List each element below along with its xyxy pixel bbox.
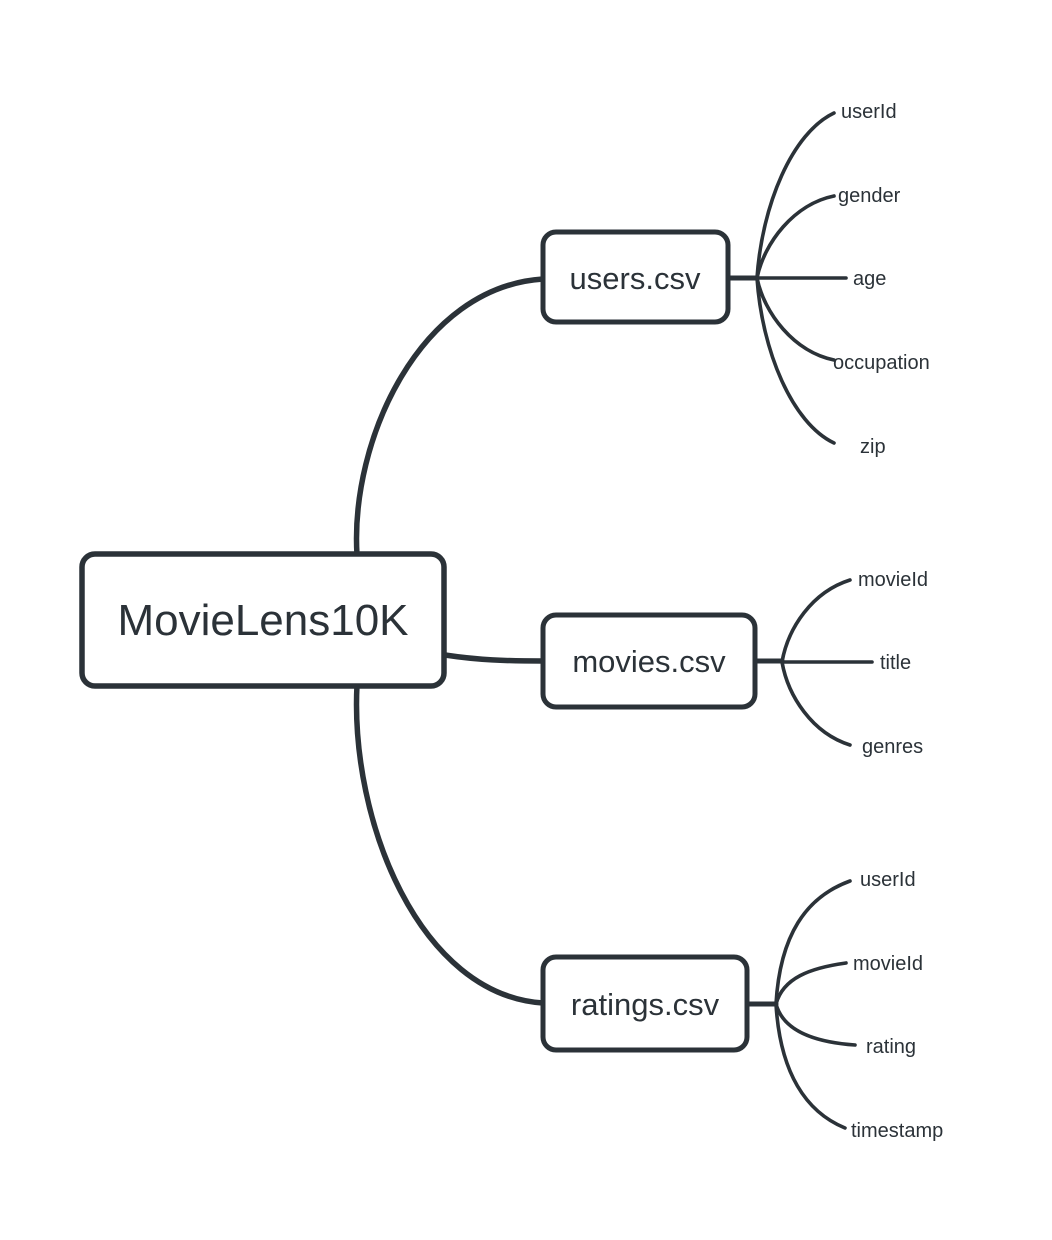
leaf-movies-genres-label: genres	[862, 736, 923, 758]
edge-movies-genres	[780, 660, 852, 747]
edge-ratings-movieid	[774, 961, 848, 1006]
edge-movies-movieid	[780, 578, 852, 664]
leaf-users-gender-label: gender	[838, 185, 901, 207]
edge-root-users	[353, 276, 546, 558]
leaf-ratings-timestamp-label: timestamp	[851, 1120, 943, 1142]
leaf-movies-movieid-label: movieId	[858, 569, 928, 591]
root-node-box	[79, 551, 447, 689]
edge-users-zip	[755, 276, 836, 445]
edge-users-occupation	[755, 276, 836, 362]
leaf-users-occupation-label: occupation	[833, 352, 930, 374]
edge-ratings-userid	[774, 879, 852, 1006]
leaf-users-userid-label: userId	[841, 101, 897, 123]
root-node-label: MovieLens10K	[117, 596, 408, 645]
leaf-users-zip-label: zip	[860, 436, 886, 458]
edge-ratings-rating	[774, 1002, 857, 1047]
leaf-ratings-movieid-label: movieId	[853, 953, 923, 975]
edge-ratings-timestamp	[774, 1002, 847, 1130]
edge-root-movies	[442, 652, 546, 664]
edge-root-ratings	[353, 682, 546, 1006]
leaf-movies-title-label: title	[880, 652, 911, 674]
leaf-ratings-rating-label: rating	[866, 1036, 916, 1058]
branch-ratings-box	[540, 954, 750, 1053]
edge-users-userid	[755, 111, 836, 280]
leaf-ratings-userid-label: userId	[860, 869, 916, 891]
branch-movies-box	[540, 612, 758, 710]
branch-users-label: users.csv	[570, 261, 701, 296]
branch-users-box	[540, 229, 731, 325]
branch-ratings-label: ratings.csv	[571, 987, 720, 1022]
leaf-users-age-label: age	[853, 268, 886, 290]
branch-movies-label: movies.csv	[572, 644, 726, 679]
edge-users-gender	[755, 194, 836, 280]
